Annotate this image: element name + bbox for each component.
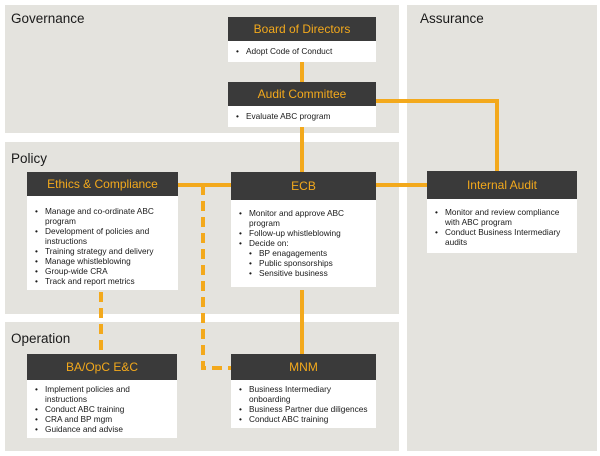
ecb-title: ECB — [231, 172, 376, 200]
list-item: Follow-up whistleblowing — [239, 228, 370, 238]
list-item: Evaluate ABC program — [236, 111, 370, 121]
mnm-title: MNM — [231, 354, 376, 380]
list-item: Conduct ABC training — [239, 414, 370, 424]
ethics-to-mnm-dashed — [201, 185, 231, 370]
list-item: CRA and BP mgm — [35, 414, 171, 424]
internal-audit-title: Internal Audit — [427, 171, 577, 199]
governance-label: Governance — [11, 11, 85, 26]
list-item: Development of policies and instructions — [35, 226, 172, 246]
policy-label: Policy — [11, 151, 48, 166]
list-item: Business Partner due diligences — [239, 404, 370, 414]
ethics-compliance-items: Manage and co-ordinate ABC program Devel… — [27, 196, 178, 290]
list-item: Sensitive business — [249, 268, 370, 278]
ecb-box: ECB Monitor and approve ABC program Foll… — [231, 172, 376, 287]
list-item: Adopt Code of Conduct — [236, 46, 370, 56]
operation-label: Operation — [11, 331, 71, 346]
list-item: Manage whistleblowing — [35, 256, 172, 266]
audit-committee-to-internal-audit — [376, 99, 499, 171]
list-item: Decide on: — [239, 238, 370, 248]
list-item: Training strategy and delivery — [35, 246, 172, 256]
ecb-items: Monitor and approve ABC program Follow-u… — [231, 200, 376, 287]
mnm-box: MNM Business Intermediary onboarding Bus… — [231, 354, 376, 428]
ethics-compliance-title: Ethics & Compliance — [27, 172, 178, 196]
list-item: Guidance and advise — [35, 424, 171, 434]
list-item: Monitor and review compliance with ABC p… — [435, 207, 571, 227]
list-item: Group-wide CRA — [35, 266, 172, 276]
list-item: BP enagagements — [249, 248, 370, 258]
list-item: Track and report metrics — [35, 276, 172, 286]
list-item: Manage and co-ordinate ABC program — [35, 206, 172, 226]
ba-opc-box: BA/OpC E&C Implement policies and instru… — [27, 354, 177, 438]
audit-committee-title: Audit Committee — [228, 82, 376, 106]
board-of-directors-box: Board of Directors Adopt Code of Conduct — [228, 17, 376, 62]
ba-opc-items: Implement policies and instructions Cond… — [27, 380, 177, 438]
mnm-items: Business Intermediary onboarding Busines… — [231, 380, 376, 428]
list-item: Business Intermediary onboarding — [239, 384, 370, 404]
list-item: Public sponsorships — [249, 258, 370, 268]
assurance-label: Assurance — [420, 11, 484, 26]
board-of-directors-items: Adopt Code of Conduct — [228, 41, 376, 62]
list-item: Conduct ABC training — [35, 404, 171, 414]
ba-opc-title: BA/OpC E&C — [27, 354, 177, 380]
list-item: Implement policies and instructions — [35, 384, 171, 404]
ethics-compliance-box: Ethics & Compliance Manage and co-ordina… — [27, 172, 178, 290]
board-of-directors-title: Board of Directors — [228, 17, 376, 41]
list-item: Conduct Business Intermediary audits — [435, 227, 571, 247]
internal-audit-items: Monitor and review compliance with ABC p… — [427, 199, 577, 253]
audit-committee-box: Audit Committee Evaluate ABC program — [228, 82, 376, 127]
list-item: Monitor and approve ABC program — [239, 208, 370, 228]
audit-committee-items: Evaluate ABC program — [228, 106, 376, 127]
internal-audit-box: Internal Audit Monitor and review compli… — [427, 171, 577, 253]
